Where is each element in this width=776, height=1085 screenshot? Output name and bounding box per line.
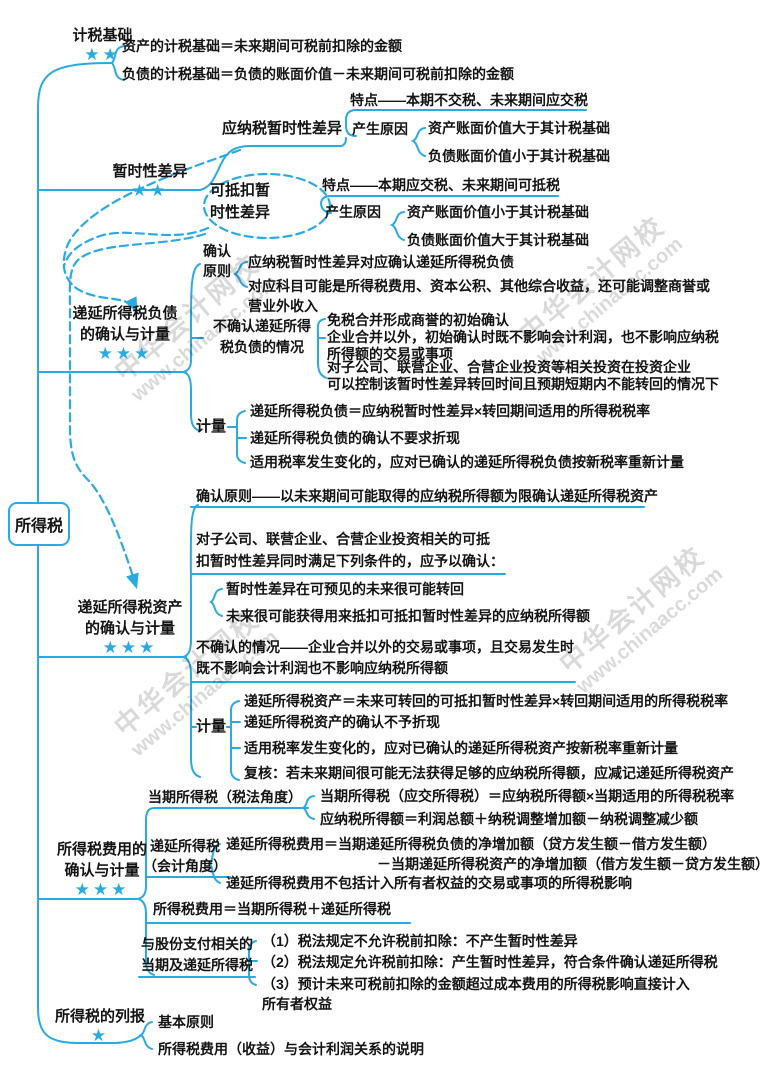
node-deferred-tax-3: 递延所得税费用不包括计入所有者权益的交易或事项的所得税影响 [226,875,632,891]
spine [37,62,142,1044]
branch-dta: 递延所得税资产 的确认与计量 ★★★ [66,597,194,657]
node-taxable-cause-label: 产生原因 [352,121,408,137]
dashed-arrow-to-dta [68,232,207,590]
node-dta-condition-2: 未来很可能获得用来抵扣可抵扣暂时性差异的应纳税所得额 [226,608,590,624]
node-dtl-recognition-1: 应纳税暂时性差异对应确认递延所得税负债 [248,254,514,270]
node-dtl-measure-label: 计量 [196,418,227,435]
node-dtl-recognition-2: 对应科目可能是所得税费用、资本公积、其他综合收益，还可能调整商誉或 营业外收入 [248,278,710,314]
node-deductible-cause-label: 产生原因 [325,204,381,220]
root-node-income-tax: 所得税 [8,502,70,546]
branch-expense-stars: ★★★ [74,880,130,899]
node-dta-measure-label: 计量 [196,718,227,735]
node-dta-invest-condition: 对子公司、联营企业、合营企业投资相关的可抵 扣暂时性差异同时满足下列条件的，应予… [196,531,504,569]
node-dta-measure-4: 复核：若未来期间很可能无法获得足够的应纳税所得额，应减记递延所得税资产 [244,765,734,781]
node-dtl-no-recognition-2: 企业合并以外，初始确认时既不影响会计利润，也不影响应纳税 所得额的交易或事项 [327,329,719,362]
node-expense-formula: 所得税费用＝当期所得税＋递延所得税 [153,901,391,917]
branch-dtl-label: 递延所得税负债 的确认与计量 [72,305,178,343]
branch-dtl: 递延所得税负债 的确认与计量 ★★★ [60,303,190,363]
node-dta-condition-1: 暂时性差异在可预见的未来很可能转回 [226,581,464,597]
node-taxable-diff-label: 应纳税暂时性差异 [222,120,343,137]
root-label: 所得税 [14,518,63,535]
node-dtl-measure-1: 递延所得税负债＝应纳税暂时性差异×转回期间适用的所得税税率 [250,403,651,419]
node-taxable-cause-liability: 负债账面价值小于其计税基础 [428,148,610,164]
branch-temp-diff: 暂时性差异 ★★ [95,161,205,200]
node-deferred-tax-1: 递延所得税费用＝当期递延所得税负债的净增加额（贷方发生额－借方发生额） [226,836,716,852]
node-current-tax-1: 当期所得税（应交所得税）＝应纳税所得额×当期适用的所得税税率 [320,788,735,804]
branch-temp-diff-stars: ★★ [131,181,169,200]
node-deductible-cause-asset: 资产账面价值小于其计税基础 [407,204,589,220]
branch-dta-stars: ★★★ [102,638,158,657]
branch-report-label: 所得税的列报 [54,1008,145,1025]
branch-dta-label: 递延所得税资产 的确认与计量 [77,599,183,637]
node-dtl-no-recognition-3: 对子公司、联营企业、合营企业投资等相关投资在投资企业 可以控制该暂时性差异转回时… [327,359,719,392]
node-dtl-measure-2: 递延所得税负债的确认不要求折现 [250,430,460,446]
node-share-payment-1: （1）税法规定不允许税前扣除：不产生暂时性差异 [262,933,578,949]
branch-expense-label: 所得税费用的 确认与计量 [56,841,147,879]
node-deferred-tax-2: －当期递延所得税资产的净增加额（借方发生额－贷方发生额） [377,856,769,872]
node-deductible-cause-liability: 负债账面价值大于其计税基础 [407,232,589,248]
branch-tax-base: 计税基础 ★★ [55,25,150,64]
bubble-tail [62,226,210,268]
node-deferred-tax-label: 递延所得税 （会计角度） [143,838,227,874]
node-report-relation: 所得税费用（收益）与会计利润关系的说明 [158,1041,424,1057]
node-report-basic: 基本原则 [158,1014,214,1030]
node-share-payment-label: 与股份支付相关的 当期及递延所得税 [141,936,253,973]
node-dta-no-recognition: 不确认的情况——企业合并以外的交易或事项，且交易发生时 既不影响会计利润也不影响… [196,639,574,676]
node-current-tax-label: 当期所得税（税法角度） [148,789,302,805]
branch-report-stars: ★ [90,1026,110,1045]
node-dta-principle: 确认原则——以未来期间可能取得的应纳税所得额为限确认递延所得税资产 [196,488,658,504]
node-dta-measure-1: 递延所得税资产＝未来可转回的可抵扣暂时性差异×转回期间适用的所得税税率 [244,693,729,709]
node-asset-tax-base: 资产的计税基础＝未来期间可税前扣除的金额 [122,38,402,54]
branch-tax-base-stars: ★★ [84,45,121,64]
node-taxable-feature: 特点——本期不交税、未来期间应交税 [350,92,588,108]
branch-dtl-stars: ★★★ [97,344,153,363]
node-deductible-diff-label: 可抵扣暂 时性差异 [210,182,271,221]
node-dta-measure-3: 适用税率发生变化的，应对已确认的递延所得税资产按新税率重新计量 [244,740,678,756]
branch-report: 所得税的列报 ★ [42,1006,158,1045]
branch-tax-base-label: 计税基础 [72,27,133,44]
node-share-payment-2: （2）税法规定允许税前扣除：产生暂时性差异，符合条件确认递延所得税 [262,954,718,970]
deductible-bubble [202,172,332,240]
node-dtl-recognition-label: 确认 原则 [203,243,231,279]
node-dtl-no-recognition-1: 免税合并形成商誉的初始确认 [327,312,509,328]
branch-temp-diff-label: 暂时性差异 [112,163,188,180]
node-dta-measure-2: 递延所得税资产的确认不予折现 [244,714,440,730]
node-taxable-cause-asset: 资产账面价值大于其计税基础 [428,120,610,136]
branch-expense: 所得税费用的 确认与计量 ★★★ [38,839,166,899]
node-current-tax-2: 应纳税所得额＝利润总额＋纳税调整增加额－纳税调整减少额 [320,811,698,827]
dashed-arrow-to-dtl [62,148,242,313]
node-liability-tax-base: 负债的计税基础＝负债的账面价值－未来期间可税前扣除的金额 [122,66,514,82]
node-share-payment-3: （3）预计未来可税前扣除的金额超过成本费用的所得税影响直接计入 所有者权益 [262,976,690,1012]
node-dtl-measure-3: 适用税率发生变化的，应对已确认的递延所得税负债按新税率重新计量 [250,454,684,470]
node-deductible-feature: 特点——本期应交税、未来期间可抵税 [322,177,560,193]
node-dtl-no-recognition-label: 不确认递延所得 税负债的情况 [213,318,311,355]
